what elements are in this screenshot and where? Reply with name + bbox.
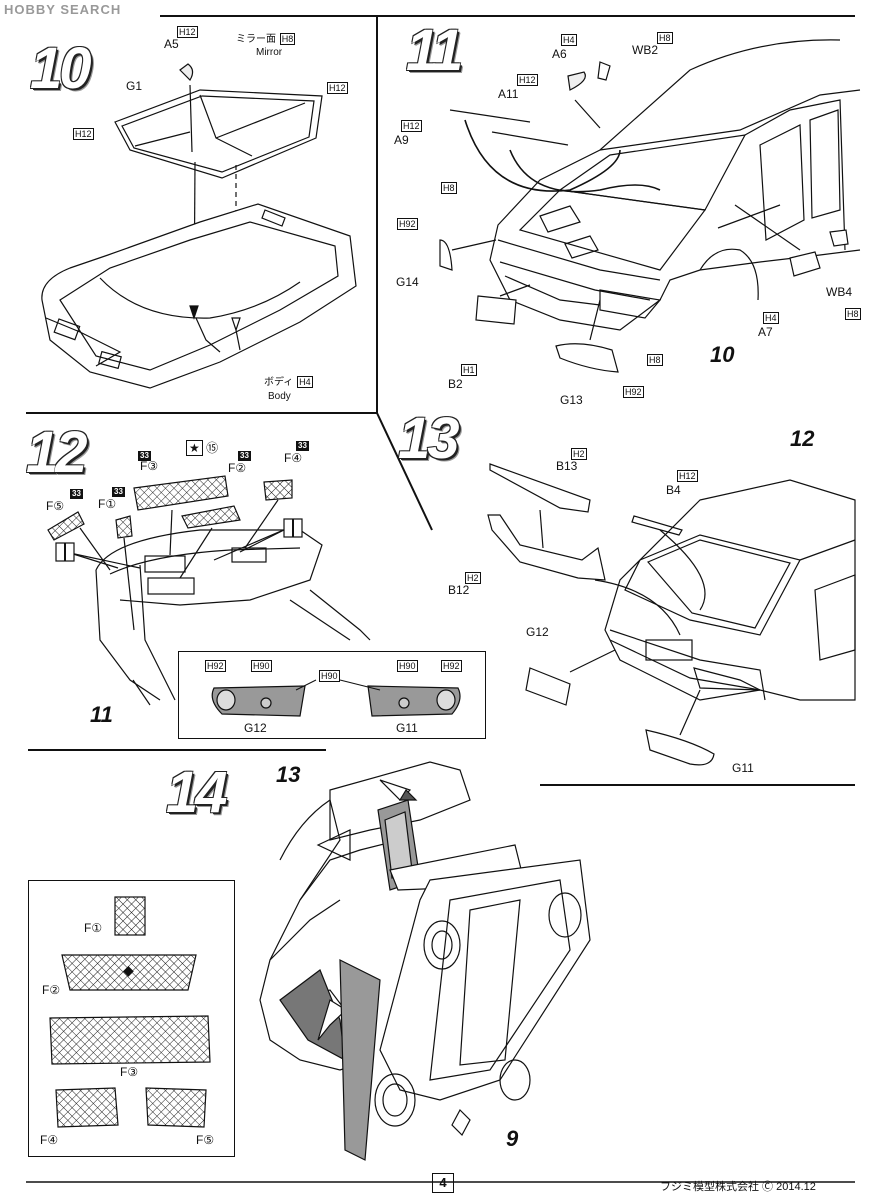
decal-f5-label: F⑤ [46, 499, 65, 513]
ref-step-12: 12 [790, 426, 815, 451]
inset-g11-right-color: H92 [441, 660, 462, 672]
a7-color: H4 [763, 312, 779, 324]
copyright-credit: フジミ模型株式会社 Ⓒ 2014.12 [660, 1181, 816, 1193]
h8-top-label: H8 [441, 182, 457, 194]
hobby-search-watermark: HOBBY SEARCH [4, 2, 122, 17]
step14-drawing [259, 761, 591, 1161]
ref-step-9: 9 [506, 1126, 519, 1151]
step-11-number: 11 [406, 18, 463, 83]
part-a9-label: A9 [394, 133, 409, 147]
step-12-number: 12 [26, 420, 87, 485]
ref-step-10: 10 [710, 342, 735, 367]
part-b4-label: B4 [666, 483, 681, 497]
wb4-color: H8 [845, 308, 861, 320]
inset-mid-color: H90 [319, 670, 340, 682]
mirror-surface-label: ミラー面 H8 [236, 33, 296, 45]
part-a5-label: A5 [164, 37, 179, 51]
a9-color: H12 [401, 120, 422, 132]
step12-light-inset [178, 651, 486, 739]
part-g14-label: G14 [396, 275, 419, 289]
mirror-en-label: Mirror [256, 47, 283, 58]
inset-g11-label: G11 [396, 721, 418, 735]
decal-box-f4: F④ [40, 1133, 59, 1147]
step-13-number: 13 [398, 406, 459, 471]
wb2-color: H8 [657, 32, 673, 44]
decal-f1-label: F① [98, 497, 117, 511]
part-g13-label: G13 [560, 393, 583, 407]
badge-f4: 33 [296, 441, 309, 451]
body-en-label: Body [268, 391, 291, 402]
part-a11-label: A11 [498, 87, 519, 101]
part-g12-label: G12 [526, 625, 549, 639]
part-b13-label: B13 [556, 459, 578, 473]
mitsubishi-logo-icon: ◆ [123, 962, 134, 978]
h92-left-label: H92 [397, 218, 418, 230]
step13-drawing [487, 463, 856, 766]
badge-f5: 33 [70, 489, 83, 499]
b2-color: H1 [461, 364, 477, 376]
part-wb2-label: WB2 [632, 43, 659, 57]
step-10-number: 10 [30, 36, 91, 101]
step-14-number: 14 [166, 760, 227, 825]
step11-drawing [439, 39, 861, 373]
part-a6-label: A6 [552, 47, 567, 61]
inset-g12-left-color: H92 [205, 660, 226, 672]
decal-f3-label: F③ [140, 459, 159, 473]
body-color-label: ボディ H4 [264, 376, 313, 388]
decal-f4-label: F④ [284, 451, 303, 465]
decal-box-f2: F② [42, 983, 61, 997]
frame-lines [26, 15, 855, 1183]
inset-g11-left-color: H90 [397, 660, 418, 672]
star-fifteen-label: ★ ⑮ [186, 440, 218, 456]
part-g11-label: G11 [732, 761, 754, 775]
step14-decals [49, 896, 211, 1128]
b13-color: H2 [571, 448, 587, 460]
decal-box-f5: F⑤ [196, 1133, 215, 1147]
part-b2-label: B2 [448, 377, 463, 391]
g1-left-color: H12 [73, 128, 94, 140]
h8-mid-label: H8 [647, 354, 663, 366]
a5-color-code: H12 [177, 26, 198, 38]
badge-f1: 33 [112, 487, 125, 497]
a6-color: H4 [561, 34, 577, 46]
badge-f2: 33 [238, 451, 251, 461]
step10-drawing [41, 63, 357, 389]
g1-right-color: H12 [327, 82, 348, 94]
ref-step-13: 13 [276, 762, 301, 787]
step12-inset-lights [211, 679, 461, 717]
b4-color: H12 [677, 470, 698, 482]
decal-f2-label: F② [228, 461, 247, 475]
decal-box-f3: F③ [120, 1065, 139, 1079]
g13-color: H92 [623, 386, 644, 398]
a11-color: H12 [517, 74, 538, 86]
page-number: 4 [432, 1173, 454, 1193]
inset-g12-right-color: H90 [251, 660, 272, 672]
part-a7-label: A7 [758, 325, 773, 339]
decal-box-f1: F① [84, 921, 103, 935]
ref-step-11: 11 [90, 702, 113, 727]
badge-f3: 33 [138, 451, 151, 461]
part-wb4-label: WB4 [826, 285, 853, 299]
decal-sheet-box [28, 880, 235, 1157]
part-b12-label: B12 [448, 583, 470, 597]
inset-g12-label: G12 [244, 721, 267, 735]
b12-color: H2 [465, 572, 481, 584]
part-g1-label: G1 [126, 79, 143, 93]
step12-drawing [47, 475, 371, 706]
